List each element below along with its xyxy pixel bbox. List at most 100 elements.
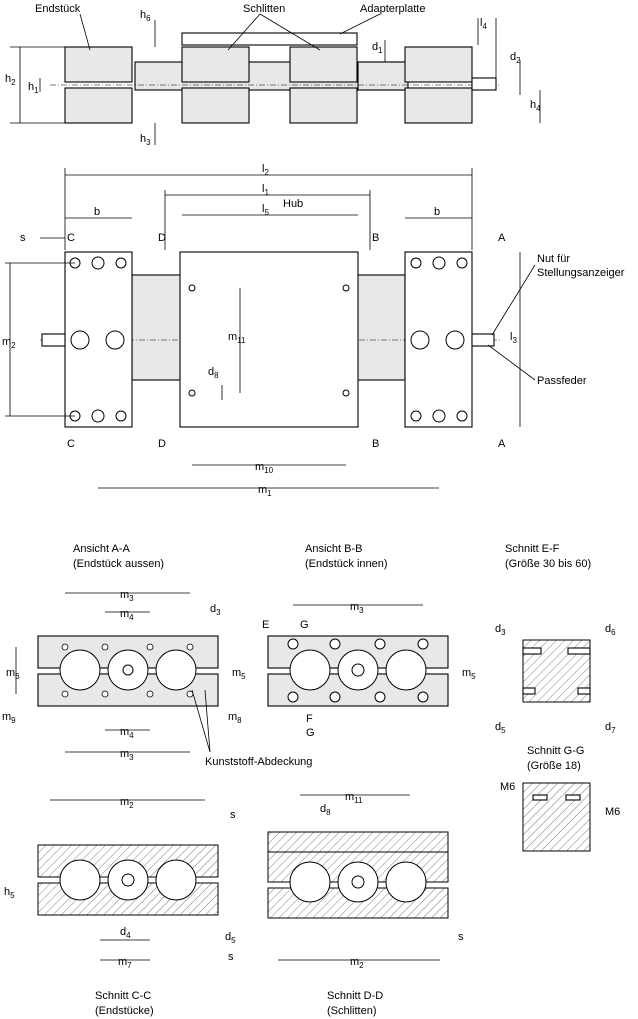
section-d-d: m11 d8 s m2 Schnitt D-D (Schlitten) — [267, 791, 464, 1017]
view-a-a: Ansicht A-A (Endstück aussen) m3 m4 d3 m… — [2, 543, 312, 768]
dim-m2-cc: m2 — [120, 796, 134, 810]
caption-dd-1: Schnitt D-D — [327, 990, 383, 1002]
dim-l5: l5 — [262, 203, 269, 217]
label-kunststoff: Kunststoff-Abdeckung — [205, 756, 312, 768]
section-d-top: D — [158, 232, 166, 244]
section-b-top: B — [372, 232, 379, 244]
dim-s-cc-top: s — [230, 809, 236, 821]
dim-m11-plan: m11 — [228, 331, 246, 345]
label-endstueck: Endstück — [35, 3, 81, 15]
guide-rod-right — [357, 61, 409, 91]
caption-bb-1: Ansicht B-B — [305, 543, 362, 555]
dim-l3: l3 — [510, 331, 517, 345]
side-view: Endstück Schlitten Adapterplatte h2 h1 h… — [5, 3, 541, 147]
adapter-plate-top — [179, 251, 359, 428]
slider-2-upper — [289, 46, 358, 83]
dim-m7: m7 — [118, 956, 132, 970]
section-g-g: Schnitt G-G (Größe 18) M6 M6 — [500, 745, 620, 852]
dim-m5-bb: m5 — [462, 667, 476, 681]
label-nut-1: Nut für — [537, 253, 570, 265]
bolt-heads — [69, 256, 468, 423]
shaft-plan — [471, 333, 495, 347]
dim-b-right: b — [434, 206, 440, 218]
dim-m2-dd: m2 — [350, 956, 364, 970]
section-e-f: Schnitt E-F (Größe 30 bis 60) d3 d6 d5 d… — [495, 543, 616, 735]
slider-1-upper — [181, 46, 250, 83]
adapter-plate — [181, 32, 358, 46]
label-nut-2: Stellungsanzeiger — [537, 267, 625, 279]
section-b-bottom: B — [372, 438, 379, 450]
dim-d6: d6 — [605, 623, 616, 637]
caption-bb-2: (Endstück innen) — [305, 558, 388, 570]
end-block-left-lower — [64, 87, 133, 124]
section-a-bottom: A — [498, 438, 506, 450]
dim-m10: m10 — [255, 461, 274, 475]
dim-d1: d1 — [372, 41, 383, 55]
end-block-left-upper — [64, 46, 133, 83]
dim-s-dd: s — [458, 931, 464, 943]
section-a-top: A — [498, 232, 506, 244]
dim-m6: m6 — [6, 667, 20, 681]
dim-h2: h2 — [5, 73, 16, 87]
caption-aa-1: Ansicht A-A — [73, 543, 131, 555]
dim-m2-plan: m2 — [2, 336, 16, 350]
dim-m1: m1 — [258, 484, 272, 498]
caption-gg-1: Schnitt G-G — [527, 745, 584, 757]
caption-gg-2: (Größe 18) — [527, 760, 581, 772]
dim-m11-dd: m11 — [345, 791, 363, 805]
dim-l4: l4 — [480, 17, 487, 31]
section-e: E — [262, 619, 269, 631]
section-g-bottom: G — [306, 727, 315, 739]
dim-m3-aa: m3 — [120, 589, 134, 603]
dim-l1: l1 — [262, 183, 269, 197]
dim-d3-ef: d3 — [495, 623, 506, 637]
dim-h1: h1 — [28, 81, 39, 95]
section-c-c: m2 s h5 d4 d5 m7 s Schnitt C-C (Endstück… — [4, 796, 236, 1017]
dim-m4-aa: m4 — [120, 608, 134, 622]
dim-m6-thread-right: M6 — [605, 806, 620, 818]
section-c-top: C — [67, 232, 75, 244]
dim-m8: m8 — [228, 711, 242, 725]
caption-ef-1: Schnitt E-F — [505, 543, 560, 555]
label-passfeder: Passfeder — [537, 375, 587, 387]
section-f: F — [306, 713, 313, 725]
dim-m4-aa-bottom: m4 — [120, 726, 134, 740]
dim-s-cc-bottom: s — [228, 951, 234, 963]
dim-b-left: b — [94, 206, 100, 218]
dim-d8-plan: d8 — [208, 366, 219, 380]
end-block-right-upper — [404, 46, 473, 83]
dim-h3: h3 — [140, 133, 151, 147]
dim-s-plan: s — [20, 232, 26, 244]
dim-h5: h5 — [4, 886, 15, 900]
caption-cc-2: (Endstücke) — [95, 1005, 154, 1017]
dim-d7: d7 — [605, 721, 616, 735]
dim-h4: h4 — [530, 99, 541, 113]
dim-d8-dd: d8 — [320, 803, 331, 817]
dim-m3-bb: m3 — [350, 601, 364, 615]
dim-m9: m9 — [2, 711, 16, 725]
plan-view: l2 l1 Hub l5 b b — [2, 163, 625, 498]
caption-cc-1: Schnitt C-C — [95, 990, 151, 1002]
dim-d5-cc: d5 — [225, 931, 236, 945]
dim-d5-ef: d5 — [495, 721, 506, 735]
dim-m6-thread-left: M6 — [500, 781, 515, 793]
section-d-bottom: D — [158, 438, 166, 450]
dim-m5-aa: m5 — [232, 667, 246, 681]
label-schlitten: Schlitten — [243, 3, 285, 15]
dim-m3-aa-bottom: m3 — [120, 748, 134, 762]
dim-h6: h6 — [140, 9, 151, 23]
slider-2-lower — [289, 87, 358, 124]
end-block-right-lower — [404, 87, 473, 124]
shaft-end — [471, 77, 497, 91]
shaft-plan-left — [41, 333, 66, 347]
view-b-b: Ansicht B-B (Endstück innen) m3 E G F G … — [262, 543, 476, 739]
dim-l2: l2 — [262, 163, 269, 177]
caption-dd-2: (Schlitten) — [327, 1005, 377, 1017]
caption-ef-2: (Größe 30 bis 60) — [505, 558, 591, 570]
slider-1-lower — [181, 87, 250, 124]
label-adapterplatte: Adapterplatte — [360, 3, 425, 15]
dim-d2: d2 — [510, 51, 521, 65]
section-c-bottom: C — [67, 438, 75, 450]
dim-d3-aa: d3 — [210, 603, 221, 617]
